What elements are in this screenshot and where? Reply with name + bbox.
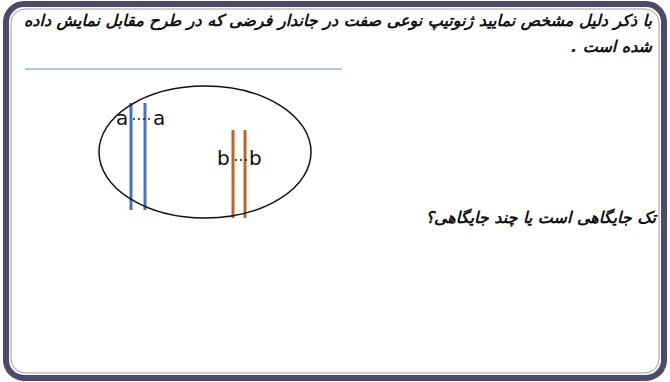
allele-label: b: [217, 146, 230, 170]
allele-label: b: [249, 146, 262, 170]
slide-frame-inner: [11, 9, 659, 373]
chromosome: [232, 130, 235, 218]
question-text: تک جایگاهی است یا چند جایگاهی؟: [425, 206, 656, 230]
slide-frame: [6, 4, 664, 378]
locus-mark: [235, 159, 249, 161]
picture-panel: [25, 68, 342, 236]
cell-outline: a a bb: [97, 84, 313, 220]
locus-mark: [133, 118, 152, 120]
cell-shape: [97, 84, 313, 220]
cell-ellipse: [99, 86, 311, 218]
panel-edge: [25, 68, 342, 70]
allele-label: a: [116, 106, 128, 130]
chromosome: [130, 103, 133, 210]
question-title: با ذکر دلیل مشخص نمایید ژنوتیپ نوعی صفت …: [22, 8, 652, 60]
allele-label: a: [153, 106, 165, 130]
chromosome: [244, 130, 247, 218]
